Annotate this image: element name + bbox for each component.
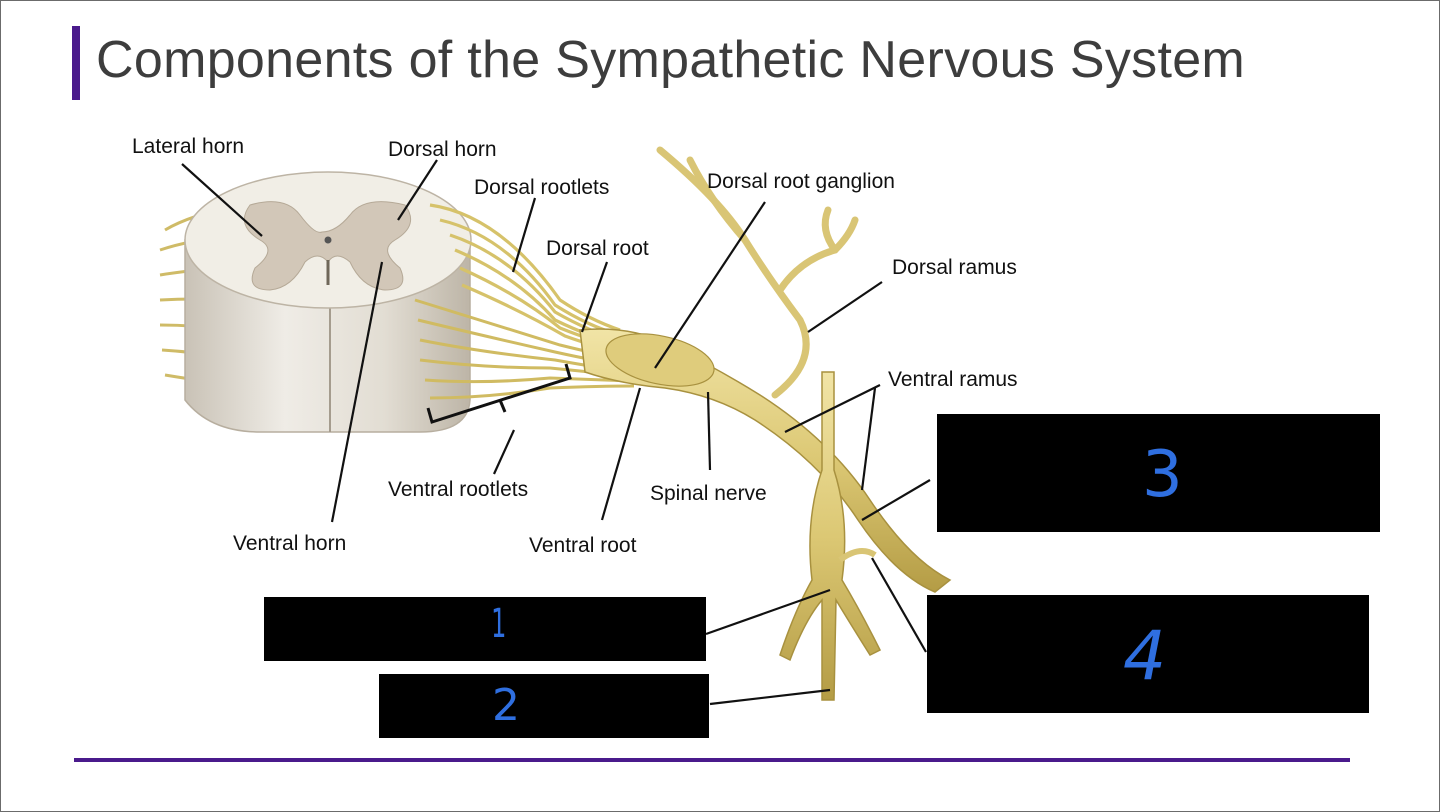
- title-accent-bar: [72, 26, 80, 100]
- spinal-cord-segment: [184, 171, 472, 433]
- label-dorsal-rootlets: Dorsal rootlets: [474, 176, 610, 199]
- label-lateral-horn: Lateral horn: [132, 135, 245, 158]
- answer-box-2: 2: [379, 674, 709, 738]
- label-dorsal-horn: Dorsal horn: [388, 138, 497, 161]
- box-number-4: 4: [1123, 617, 1167, 696]
- box-number-1: 1: [491, 601, 507, 647]
- label-dorsal-root-ganglion: Dorsal root ganglion: [707, 170, 895, 193]
- box-number-3: 3: [1142, 438, 1183, 512]
- leader-lines: [181, 159, 931, 706]
- label-ventral-ramus: Ventral ramus: [888, 368, 1018, 391]
- label-ventral-rootlets: Ventral rootlets: [388, 478, 529, 501]
- box-number-2: 2: [492, 680, 520, 731]
- label-dorsal-ramus: Dorsal ramus: [892, 256, 1017, 279]
- answer-box-3: 3: [937, 414, 1380, 532]
- label-ventral-root: Ventral root: [529, 534, 637, 557]
- gray-matter: [243, 201, 412, 291]
- slide-title: Components of the Sympathetic Nervous Sy…: [96, 31, 1246, 89]
- label-ventral-horn: Ventral horn: [233, 532, 347, 555]
- dorsal-ramus-branches: [656, 146, 859, 399]
- label-dorsal-root: Dorsal root: [546, 237, 649, 260]
- sympathetic-chain: [779, 371, 882, 701]
- answer-box-1: 1: [264, 597, 706, 661]
- answer-box-4: 4: [927, 595, 1369, 713]
- label-spinal-nerve: Spinal nerve: [650, 482, 767, 505]
- footer-divider: [74, 758, 1350, 762]
